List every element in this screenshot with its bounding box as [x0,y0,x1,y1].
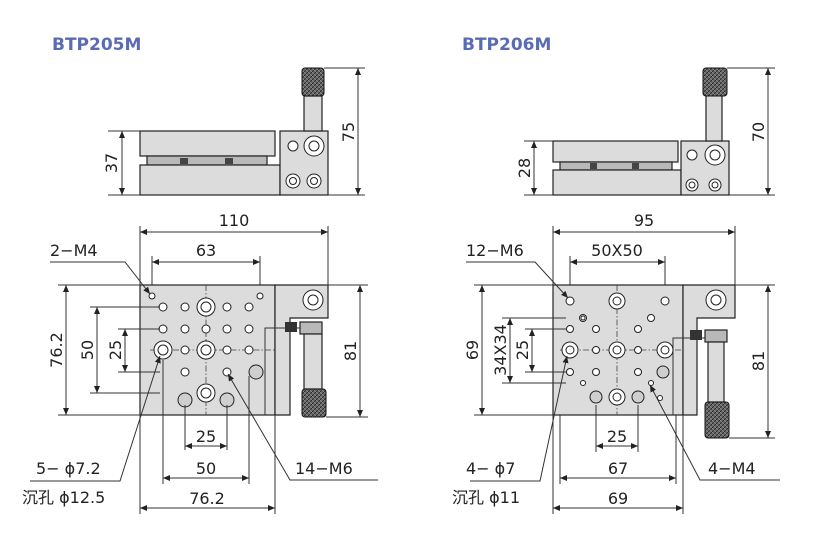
btp206m-counterbore-holes [561,292,674,406]
btp206m-callout-m6: 12−M6 [466,241,524,260]
btp206m-dim-25-bottom: 25 [607,427,627,446]
btp206m-dim-28: 28 [515,158,534,178]
btp205m-top-view: 110 63 [22,211,378,514]
btp206m-m4-holes [580,315,663,401]
btp205m-dim-76-2-bottom: 76.2 [189,489,225,508]
btp205m-dim-25-vertical: 25 [106,340,125,360]
btp206m-dim-69-vertical: 69 [463,340,482,360]
btp205m-callout-counterbore: 沉孔 ϕ12.5 [22,488,105,507]
btp206m-callout-m4: 4−M4 [708,459,756,478]
btp205m-side-top-plate [139,130,276,157]
btp205m-top-micrometer-knob [301,388,327,418]
btp205m-dim-81: 81 [341,341,360,361]
btp205m-side-view: 37 75 [102,67,365,196]
btp205m-micrometer-barrel [303,95,323,132]
btp206m-dim-70: 70 [749,122,768,142]
btp206m-dim-69-bottom: 69 [608,489,628,508]
btp205m-callout-phi: 5− ϕ7.2 [36,459,101,478]
btp206m-side-top-plate [552,140,679,163]
btp206m-title: BTP206M [462,35,551,55]
btp206m-callout-counterbore: 沉孔 ϕ11 [452,488,520,507]
btp205m-counterbore-holes [153,297,264,408]
btp205m-m6-holes [158,302,254,377]
btp205m-dim-63: 63 [196,241,216,260]
btp205m-top-micrometer-barrel [303,333,323,390]
btp206m-callout-phi: 4− ϕ7 [466,459,515,478]
btp205m-side-base [139,164,281,196]
btp206m-dim-95: 95 [634,211,654,230]
btp206m-drawing: BTP206M 28 70 [452,35,780,514]
btp205m-dim-110: 110 [219,211,250,230]
btp205m-dim-50-bottom: 50 [196,459,216,478]
btp206m-dim-34x34: 34X34 [491,324,510,376]
btp205m-dim-25-bottom: 25 [196,427,216,446]
btp205m-side-screw [225,158,233,164]
btp205m-m4-hole [256,292,264,300]
btp205m-dim-76-2-vertical: 76.2 [47,332,66,368]
btp206m-top-view: 95 50X50 [452,211,780,514]
btp205m-side-rail [146,155,268,166]
btp206m-dim-67: 67 [608,459,628,478]
btp206m-side-view: 28 70 [515,67,775,196]
btp206m-dim-50x50: 50X50 [591,241,643,260]
btp205m-dim-50-vertical: 50 [78,340,97,360]
btp206m-dim-25-vertical: 25 [513,340,532,360]
btp205m-title: BTP205M [52,35,141,55]
btp205m-m4-hole [148,292,156,300]
btp206m-side-base [552,169,682,196]
btp205m-micrometer-knob [301,67,325,97]
btp205m-dim-75: 75 [339,122,358,142]
btp205m-callout-m4: 2−M4 [50,241,98,260]
btp205m-callout-m6: 14−M6 [295,459,353,478]
btp205m-dim-37: 37 [102,153,121,173]
btp205m-side-screw [180,158,188,164]
btp206m-dim-81: 81 [749,351,768,371]
btp205m-drawing: BTP205M 37 75 [22,35,378,514]
